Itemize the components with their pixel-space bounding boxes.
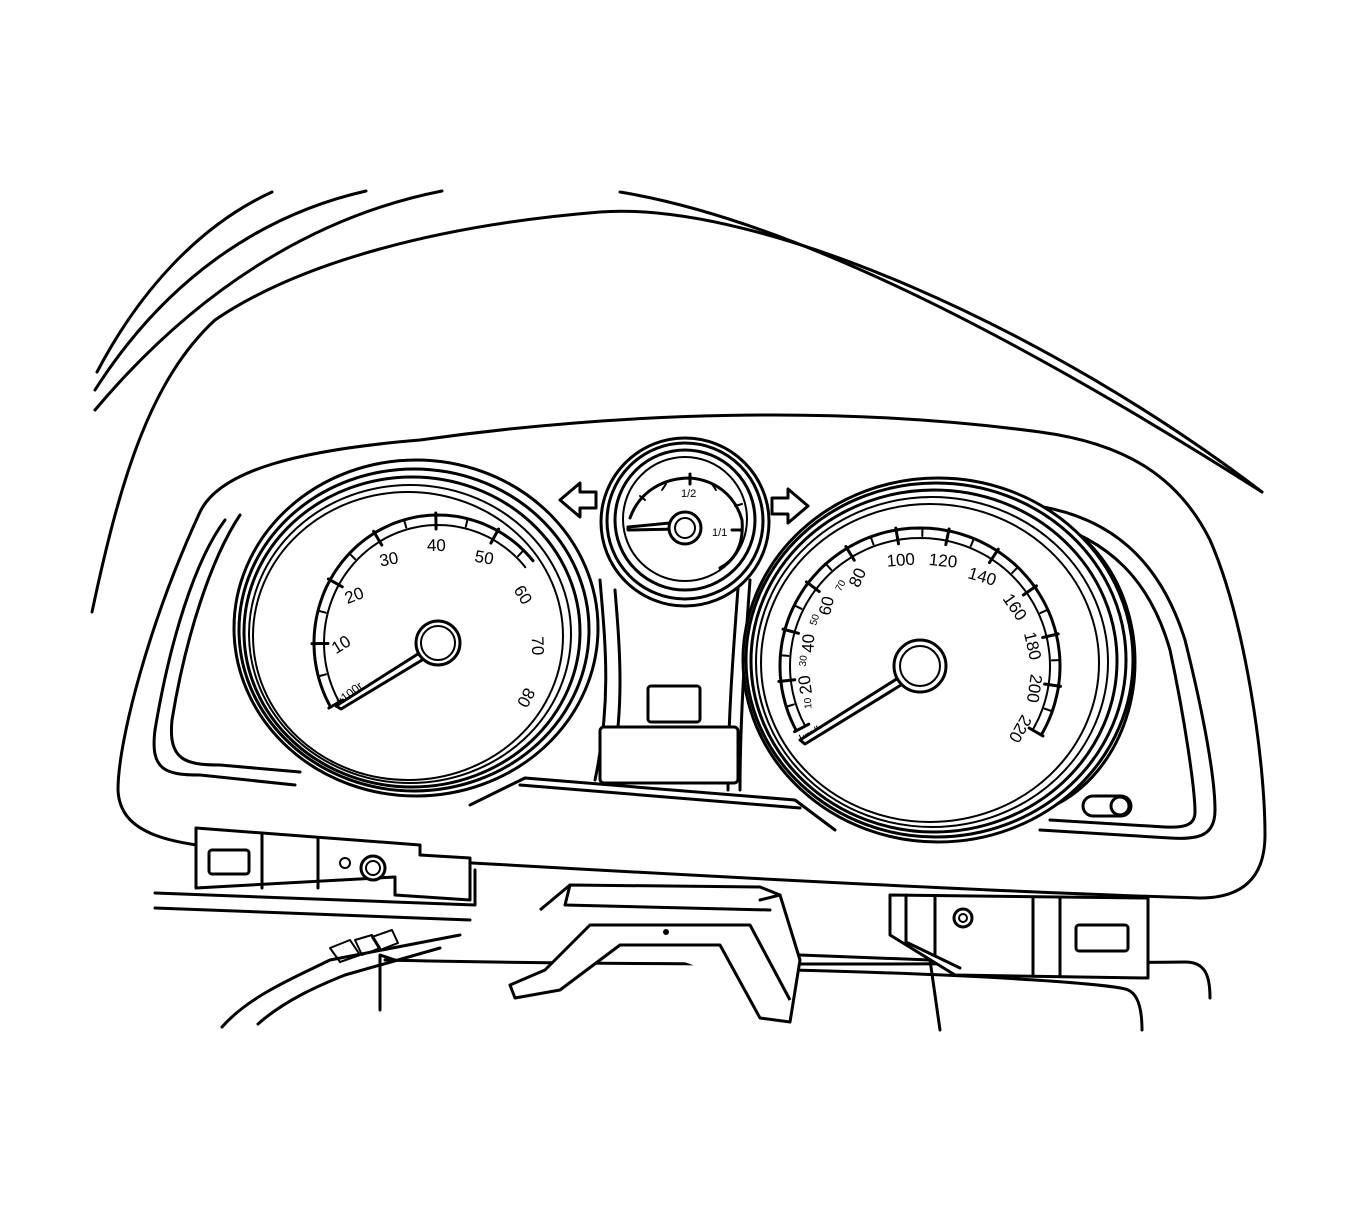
dashboard-top-contour xyxy=(90,209,1264,614)
right-tab-slot xyxy=(1074,923,1130,953)
right-screw-icon xyxy=(952,907,974,929)
tachometer-label: 50 xyxy=(473,547,495,569)
tachometer-major-tick xyxy=(326,577,344,589)
tachometer-major-tick xyxy=(372,529,384,547)
tachometer-label: 30 xyxy=(378,548,400,570)
speedometer-major-tick xyxy=(844,545,856,562)
speedometer-minor-label: 70 xyxy=(834,578,849,593)
left-mounting-bracket xyxy=(194,826,472,902)
center-panel xyxy=(593,578,752,792)
fuel-label-half: 1/2 xyxy=(681,488,696,500)
tachometer-arc xyxy=(312,513,535,709)
speedometer-major-tick xyxy=(944,527,951,547)
speedometer-major-tick xyxy=(1043,682,1062,688)
right-turn-signal-icon xyxy=(770,487,810,525)
tachometer-minor-tick xyxy=(464,517,469,528)
left-screw-icon xyxy=(359,854,387,882)
fuel-needle-hub xyxy=(667,510,703,546)
tachometer-minor-tick xyxy=(517,549,525,558)
speedometer-minor-label: 30 xyxy=(798,654,810,667)
tachometer-major-tick xyxy=(489,527,501,545)
tachometer-scale xyxy=(310,511,535,710)
trip-reset-button[interactable] xyxy=(1081,794,1133,818)
speedometer-minor-tick xyxy=(1011,566,1019,574)
speedometer-label: 40 xyxy=(798,633,818,653)
speedometer-major-tick xyxy=(987,547,1000,565)
speedometer-label: 200 xyxy=(1023,673,1046,704)
speedometer-major-tick xyxy=(1027,726,1045,738)
speedometer-major-tick xyxy=(1021,584,1038,597)
speedometer-scale xyxy=(777,526,1062,738)
bezel-inner-contours xyxy=(152,503,1217,840)
center-display xyxy=(598,725,740,785)
right-mounting-bracket xyxy=(888,893,1150,980)
speedometer-minor-tick xyxy=(824,562,833,571)
tachometer-major-tick xyxy=(327,698,345,710)
center-bracket xyxy=(508,883,802,1024)
speedometer-arc-inner xyxy=(789,537,1051,731)
speedometer-major-tick xyxy=(793,722,811,734)
speedometer-major-tick xyxy=(894,526,901,546)
left-screw-hole xyxy=(339,857,351,869)
speedometer-minor-tick xyxy=(1039,608,1049,614)
speedometer-label: 20 xyxy=(795,674,817,695)
left-tab-slot xyxy=(207,848,251,876)
tachometer-minor-tick xyxy=(317,609,327,614)
speedometer-needle-hub xyxy=(892,638,948,694)
speedometer-minor-tick xyxy=(1043,707,1054,713)
speedometer-minor-tick xyxy=(779,654,790,657)
speedometer-minor-label: 10 xyxy=(803,697,815,709)
speedometer-label: 120 xyxy=(928,550,958,572)
speedometer-minor-tick xyxy=(793,604,803,610)
speedometer-major-tick xyxy=(804,580,821,594)
left-turn-signal-icon xyxy=(558,481,598,519)
lower-dash-panel xyxy=(153,868,1212,1032)
tachometer-label: 40 xyxy=(427,536,446,555)
fuel-gauge: 1/2 1/1 xyxy=(599,436,771,608)
tachometer-arc-inner xyxy=(323,524,527,703)
tachometer-minor-tick xyxy=(317,673,328,678)
indicator-display-small xyxy=(646,684,702,724)
tachometer-minor-tick xyxy=(403,518,408,529)
windshield-lines xyxy=(93,189,1264,494)
speedometer-minor-tick xyxy=(969,537,975,548)
speedometer-minor-tick xyxy=(785,703,795,708)
fuel-label-full: 1/1 xyxy=(712,527,727,539)
tachometer-minor-tick xyxy=(348,552,357,561)
speedometer-label: 60 xyxy=(815,594,838,617)
speedometer-major-tick xyxy=(777,678,797,684)
speedometer-major-tick xyxy=(781,627,800,635)
wiring-harness xyxy=(220,929,462,1029)
tachometer-label: 70 xyxy=(528,636,548,655)
tachometer-needle-hub xyxy=(414,619,462,667)
speedometer-major-tick xyxy=(1041,632,1060,640)
speedometer-minor-tick xyxy=(869,535,875,546)
speedometer-minor-label: 50 xyxy=(808,613,822,627)
speedometer-label: 100 xyxy=(886,549,916,570)
